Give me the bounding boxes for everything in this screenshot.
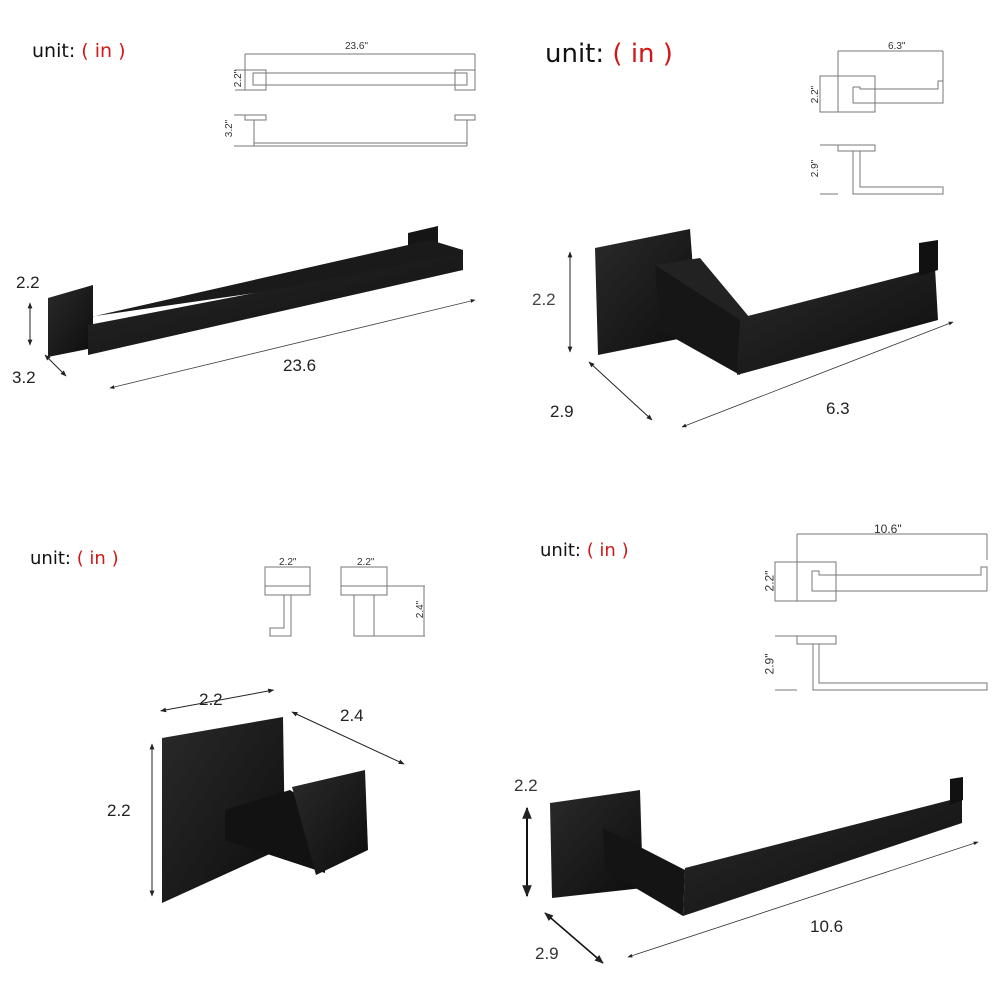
- unit-label: unit: ( in ): [30, 548, 119, 569]
- photo-depth: 2.4: [340, 706, 364, 725]
- photo-height: 2.2: [514, 776, 538, 795]
- drawing-length: 10.6": [874, 522, 902, 536]
- tp-holder-drawing: [819, 50, 944, 195]
- photo-length: 10.6: [810, 917, 844, 936]
- photo-height: 2.2: [532, 290, 556, 309]
- robe-hook-drawing: [264, 566, 425, 637]
- photo-height: 2.2: [107, 801, 131, 820]
- towel-bar-drawing: [234, 53, 476, 147]
- unit-label: unit: ( in ): [32, 40, 126, 62]
- photo-length: 6.3: [826, 399, 850, 418]
- drawing-width-side: 2.2": [357, 557, 375, 568]
- hand-towel-photo: [522, 777, 979, 964]
- drawing-height: 2.2": [810, 85, 822, 104]
- unit-label: unit: ( in ): [545, 39, 673, 69]
- drawing-width-front: 2.2": [279, 557, 297, 568]
- panel-robe-hook: unit: ( in ) 2.2" 2.2" 2.4" 2.2 2.4 2.2: [0, 500, 500, 1000]
- hand-towel-drawing: [774, 533, 988, 691]
- unit-value: ( in ): [76, 548, 119, 569]
- drawing-height: 2.2": [762, 570, 777, 592]
- photo-depth: 3.2: [12, 368, 36, 387]
- drawing-depth: 2.9": [810, 159, 822, 178]
- unit-label: unit: ( in ): [540, 540, 629, 561]
- drawing-length: 23.6": [345, 41, 369, 52]
- photo-width: 2.2: [199, 690, 223, 709]
- panel-hand-towel-holder: unit: ( in ) 10.6" 2.2" 2.9" 2.2 2.9 10.…: [500, 500, 1000, 1000]
- unit-value: ( in ): [81, 40, 126, 62]
- drawing-depth: 2.4": [415, 600, 427, 619]
- photo-depth: 2.9: [550, 402, 574, 421]
- panel-towel-bar: unit: ( in ) 23.6" 2.2" 3.2" 2.2 3.2 23.…: [0, 0, 500, 500]
- photo-length: 23.6: [283, 356, 317, 375]
- tp-holder-photo: [567, 229, 954, 428]
- photo-height: 2.2: [16, 273, 40, 292]
- towel-bar-photo: [27, 226, 476, 389]
- drawing-depth: 3.2": [224, 119, 236, 138]
- photo-depth: 2.9: [535, 944, 559, 963]
- drawing-length: 6.3": [888, 41, 906, 52]
- unit-value: ( in ): [612, 39, 673, 69]
- panel-toilet-paper-holder: unit: ( in ) 6.3" 2.2" 2.9" 2.2 2.9 6.3: [500, 0, 1000, 500]
- drawing-depth: 2.9": [762, 653, 777, 675]
- drawing-height: 2.2": [233, 69, 245, 88]
- robe-hook-photo: [149, 688, 405, 903]
- unit-value: ( in ): [586, 540, 629, 561]
